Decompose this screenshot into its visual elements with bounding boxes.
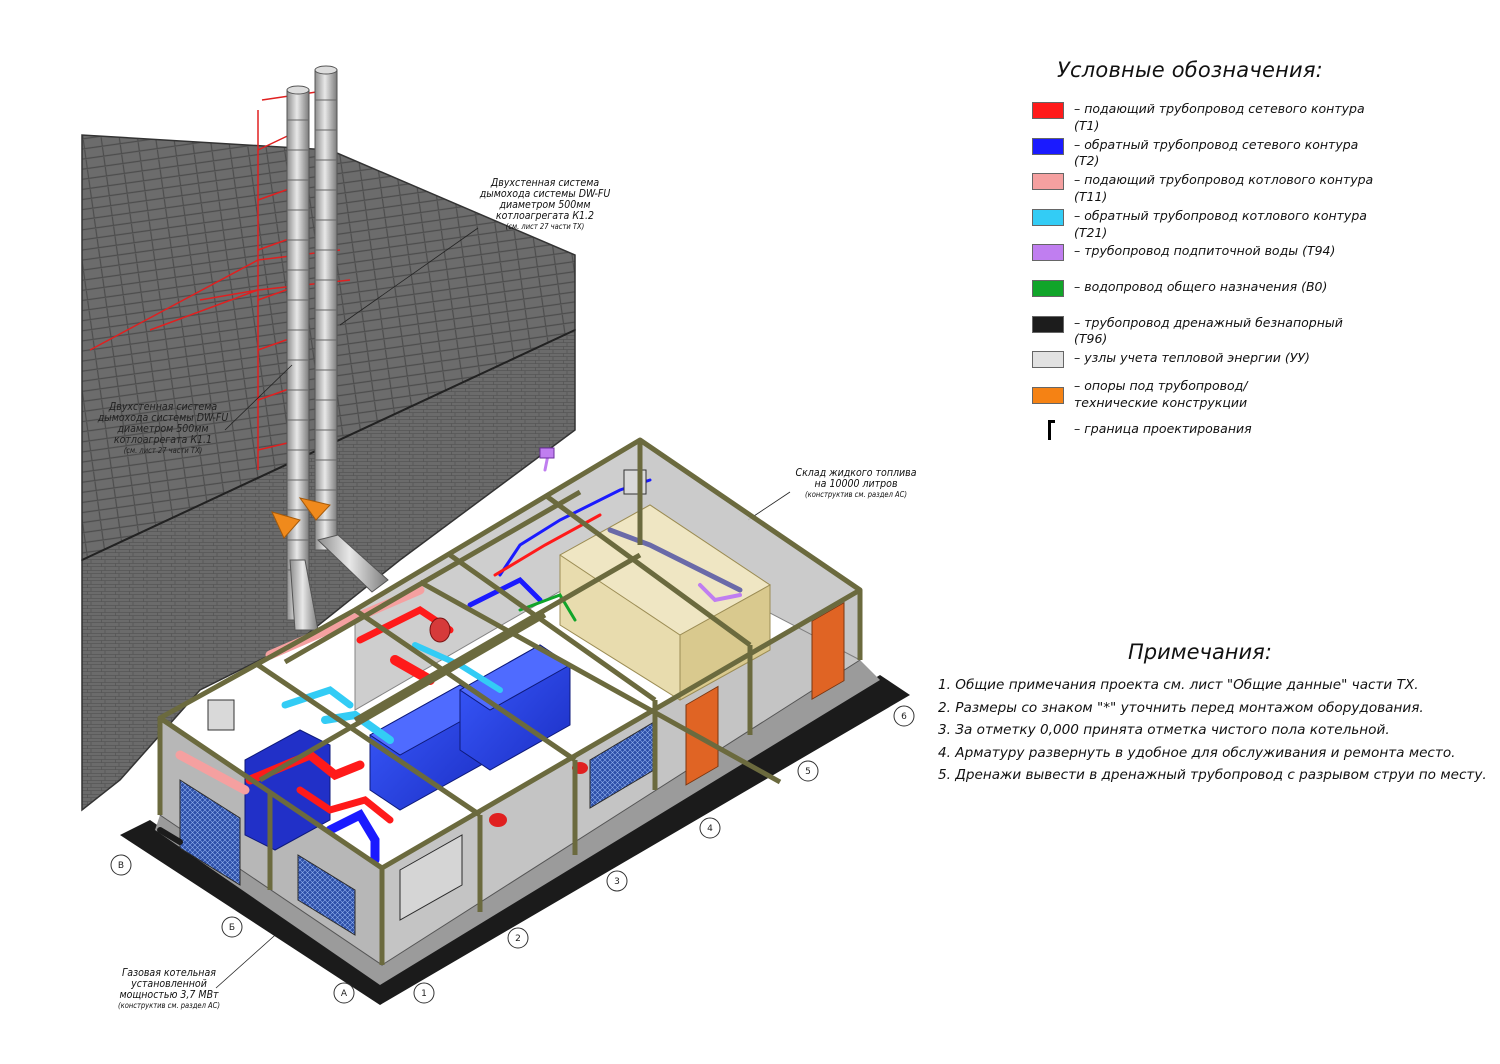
legend-label: – трубопровод подпиточной воды (Т94): [1074, 243, 1336, 259]
callout-line: Двухстенная система: [108, 401, 218, 413]
boundary-bracket-icon: [1048, 420, 1055, 441]
legend-rows: – подающий трубопровод сетевого контура …: [1030, 98, 1470, 454]
legend-item: – подающий трубопровод сетевого контура …: [1030, 98, 1470, 134]
door-front: [685, 685, 719, 786]
axis-labels: 1 2 3 4 5 6 А Б В: [118, 712, 907, 999]
axis-marker-6: [893, 705, 915, 727]
callout-line: Газовая котельная: [122, 967, 216, 979]
note-item: 2. Размеры со знаком "*" уточнить перед …: [938, 699, 1424, 716]
door-side: [811, 601, 845, 700]
legend-label: – опоры под трубопровод/технические конс…: [1074, 377, 1248, 410]
legend-item: – узлы учета тепловой энергии (УУ): [1030, 347, 1470, 383]
axis-marker-b: [221, 916, 243, 938]
axis-label-5: 5: [805, 767, 811, 777]
fuel-tank: [559, 504, 771, 701]
legend-swatch: [1032, 102, 1064, 119]
callout-sub: (см. лист 27 части ТХ): [505, 222, 585, 232]
callout-boiler-house: Газовая котельная установленной мощность…: [104, 967, 234, 1011]
callout-line: дымохода системы DW-FU: [97, 412, 229, 425]
legend-label: – обратный трубопровод сетевого контура …: [1074, 136, 1359, 169]
legend-swatch: [1032, 315, 1064, 333]
legend-swatch: [1032, 244, 1064, 262]
callout-line: Склад жидкого топлива: [795, 467, 917, 479]
callout-sub: (конструктив см. раздел АС): [117, 1001, 220, 1011]
callout-flue-k1-1: Двухстенная система дымохода системы DW-…: [88, 401, 238, 456]
legend-label: – граница проектирования: [1074, 421, 1252, 437]
legend-swatch: [1032, 137, 1064, 155]
module-frame: [157, 437, 863, 965]
callout-line: установленной: [131, 978, 207, 991]
axis-marker-v: [110, 854, 132, 876]
axis-label-v: В: [118, 861, 124, 871]
axis-marker-3: [606, 870, 628, 892]
chimney-support-plate: [271, 511, 301, 539]
pump-3: [429, 617, 451, 643]
windows: [179, 721, 655, 936]
boiler-2: [459, 644, 571, 771]
axis-label-b: Б: [229, 923, 235, 933]
axis-marker-5: [797, 760, 819, 782]
callout-line: дымохода системы DW-FU: [479, 188, 611, 201]
axis-markers: [110, 705, 915, 1004]
notes-title: Примечания:: [1128, 640, 1272, 664]
callout-flue-k1-2: Двухстенная система дымохода системы DW-…: [470, 177, 620, 232]
legend-swatch: [1032, 386, 1064, 404]
callout-line: мощностью 3,7 МВт: [119, 989, 219, 1002]
chimney-support-plate-2: [298, 497, 331, 521]
callout-sub: (см. лист 27 части ТХ): [123, 446, 203, 456]
legend-label: – водопровод общего назначения (В0): [1074, 278, 1328, 294]
note-item: 4. Арматуру развернуть в удобное для обс…: [938, 744, 1456, 761]
legend-item: – обратный трубопровод сетевого контура …: [1030, 134, 1470, 170]
callout-line: котлоагрегата К1.2: [495, 210, 595, 223]
callout-line: на 10000 литров: [814, 478, 898, 491]
fan-heater-1: [207, 699, 235, 731]
legend-swatch: [1032, 351, 1064, 369]
callout-line: диаметром 500мм: [499, 199, 591, 212]
notes: Примечания: 1. Общие примечания проекта …: [938, 640, 1487, 787]
axis-marker-1: [413, 982, 435, 1004]
legend-item: – трубопровод дренажный безнапорный (Т96…: [1030, 312, 1470, 348]
axis-label-6: 6: [901, 712, 907, 722]
legend-item: – опоры под трубопровод/технические конс…: [1030, 378, 1470, 419]
legend-swatch: [1032, 208, 1064, 226]
legend-item: – трубопровод подпиточной воды (Т94): [1030, 240, 1470, 276]
callout-line: диаметром 500мм: [117, 423, 209, 436]
note-item: 1. Общие примечания проекта см. лист "Об…: [938, 677, 1419, 693]
axis-marker-a: [333, 982, 355, 1004]
legend-item: – водопровод общего назначения (В0): [1030, 276, 1470, 312]
note-item: 3. За отметку 0,000 принята отметка чист…: [938, 722, 1390, 739]
legend: Условные обозначения: – подающий трубопр…: [1030, 58, 1470, 454]
axis-label-4: 4: [707, 824, 713, 834]
module-base: [120, 660, 910, 1005]
legend-label: – подающий трубопровод сетевого контура …: [1074, 101, 1365, 133]
callout-line: Двухстенная система: [490, 177, 600, 189]
legend-label: – подающий трубопровод котлового контура…: [1074, 172, 1374, 205]
legend-swatch: [1032, 279, 1064, 297]
axis-label-a: А: [341, 989, 348, 999]
legend-item: – обратный трубопровод котлового контура…: [1030, 205, 1470, 241]
fan-heater-2: [623, 469, 647, 495]
chimney-k1-2: [314, 65, 389, 593]
axis-marker-2: [507, 927, 529, 949]
axis-label-2: 2: [515, 934, 521, 944]
callout-sub: (конструктив см. раздел АС): [804, 490, 907, 500]
legend-item-boundary: – граница проектирования: [1030, 418, 1470, 454]
chimney-k1-1: [286, 85, 319, 631]
legend-item: – подающий трубопровод котлового контура…: [1030, 169, 1470, 205]
pump-1: [489, 813, 507, 827]
legend-title: Условные обозначения:: [1057, 58, 1323, 82]
legend-label: – трубопровод дренажный безнапорный (Т96…: [1074, 314, 1343, 347]
axis-label-1: 1: [421, 989, 427, 999]
legend-swatch: [1032, 173, 1064, 191]
makeup-water-valve: [539, 447, 555, 459]
callout-line: котлоагрегата К1.1: [113, 434, 213, 447]
axis-label-3: 3: [614, 877, 620, 887]
note-item: 5. Дренажи вывести в дренажный трубопров…: [938, 767, 1487, 784]
legend-label: – узлы учета тепловой энергии (УУ): [1074, 350, 1310, 366]
callout-fuel-storage: Склад жидкого топлива на 10000 литров (к…: [772, 467, 940, 500]
legend-label: – обратный трубопровод котлового контура…: [1074, 207, 1367, 240]
axis-marker-4: [699, 817, 721, 839]
